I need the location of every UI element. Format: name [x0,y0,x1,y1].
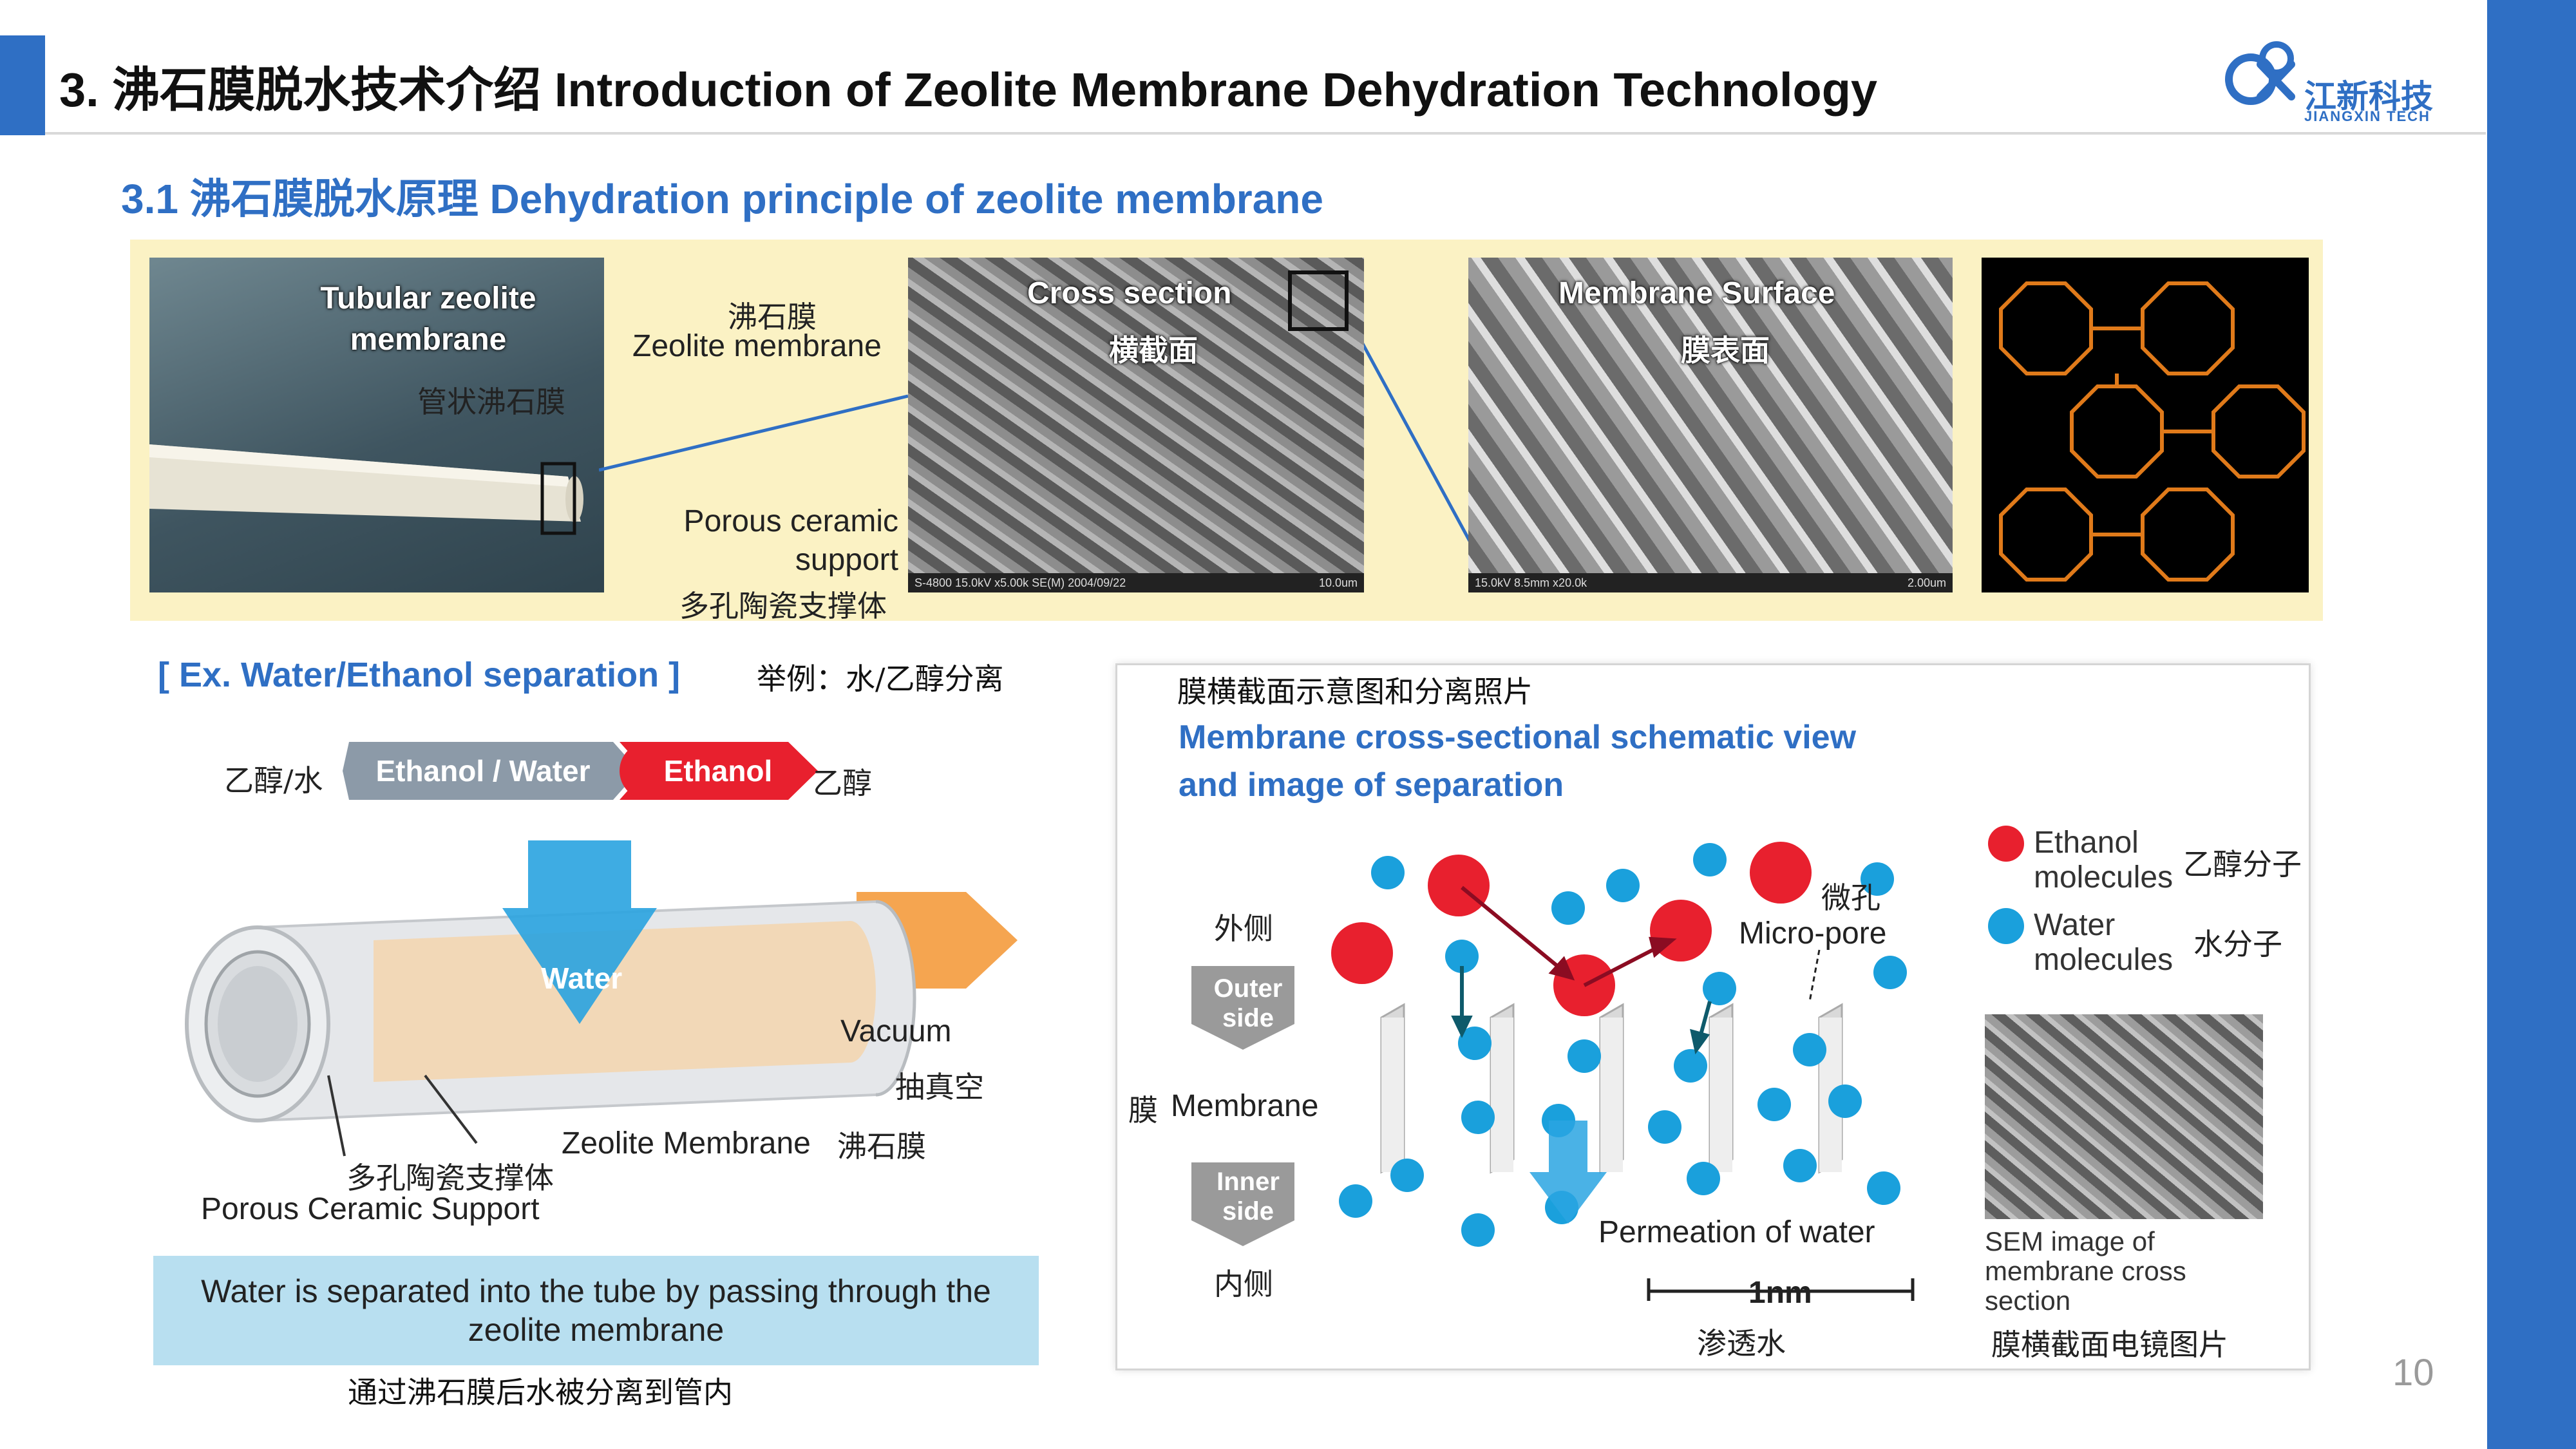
example-title-zh: 举例：水/乙醇分离 [757,661,1004,696]
page-title: 3. 沸石膜脱水技术介绍 Introduction of Zeolite Mem… [59,63,1878,117]
zeolite-membrane-label-en: Zeolite Membrane [562,1126,811,1160]
membrane-schematic [1191,842,1915,1301]
legend-water-label: Water molecules [2034,908,2174,977]
company-logo [2225,41,2295,105]
section-subtitle: 3.1 沸石膜脱水原理 Dehydration principle of zeo… [121,176,1323,222]
schematic-title-en-line2: and image of separation [1179,766,1564,804]
cross-sem-scale: 10.0um [1318,576,1358,589]
inner-side-label-en: Inner side [1217,1168,1280,1226]
feed-tag-shape [343,742,639,800]
product-tag-shape [620,742,818,800]
tubular-label-en: Tubular zeolite membrane [306,278,551,361]
connector-lines [599,317,1472,542]
cross-sem-caption: S-4800 15.0kV x5.00k SE(M) 2004/09/22 10.… [908,573,1364,592]
surface-sem-caption-text: 15.0kV 8.5mm x20.0k [1475,576,1587,589]
note-box [153,1256,1039,1365]
zeolite-structure-image [1982,258,2309,592]
header-accent-bar [0,35,45,135]
title-divider [45,132,2486,135]
support-label-en: Porous ceramic support [683,504,898,577]
surface-sem-scale: 2.00um [1907,576,1946,589]
cross-sem-caption-text: S-4800 15.0kV x5.00k SE(M) 2004/09/22 [914,576,1126,589]
legend-ethanol-label-zh: 乙醇分子 [2183,847,2302,882]
permeation-label-zh: 渗透水 [1697,1326,1786,1361]
surface-label-en: Membrane Surface [1558,276,1835,310]
support-ceramic-label-zh: 多孔陶瓷支撑体 [346,1160,554,1195]
support-ceramic-label-en: Porous Ceramic Support [201,1192,540,1226]
vacuum-label-en: Vacuum [840,1014,952,1048]
legend-ethanol-label: Ethanol molecules [2034,826,2174,895]
sem-caption-zh: 膜横截面电镜图片 [1991,1327,2228,1362]
feed-tag: Ethanol / Water [375,754,591,788]
outer-side-label-zh: 外侧 [1214,911,1273,946]
membrane-surface-photo: 15.0kV 8.5mm x20.0k 2.00um [1468,258,1953,592]
scale-bar-label: 1nm [1748,1276,1812,1310]
tubular-label-zh: 管状沸石膜 [417,384,565,419]
surface-label-zh: 膜表面 [1681,333,1770,368]
tube-illustration [185,840,1018,1157]
page-number: 10 [2392,1352,2434,1394]
water-flow-label: Water [541,961,623,995]
logo-subtitle: JIANGXIN TECH [2304,108,2430,124]
sem-cross-section-image [1985,1014,2263,1219]
schematic-title-en: Membrane cross-sectional schematic view … [1179,714,1856,809]
product-label-zh: 乙醇 [813,766,872,800]
example-title: [ Ex. Water/Ethanol separation ] [158,656,681,694]
legend-water-dot [1988,908,2024,944]
micropore-label-zh: 微孔 [1821,880,1880,915]
legend-dots [1988,826,2024,862]
note-text: Water is separated into the tube by pass… [201,1273,991,1348]
feed-label-zh: 乙醇/水 [224,763,323,798]
zeolite-label-zh: 沸石膜 [728,299,817,334]
schematic-title-en-line1: Membrane cross-sectional schematic view [1179,719,1857,756]
cross-section-label-zh: 横截面 [1109,333,1198,368]
inner-side-label-zh: 内侧 [1214,1267,1273,1302]
legend-water-label-zh: 水分子 [2193,927,2282,961]
vacuum-label-zh: 抽真空 [895,1070,984,1104]
cross-section-photo: S-4800 15.0kV x5.00k SE(M) 2004/09/22 10.… [908,258,1364,592]
membrane-label-en: Membrane [1171,1089,1319,1123]
tubular-label-en-text: Tubular zeolite membrane [320,281,536,357]
outer-side-label-en: Outer side [1213,974,1283,1032]
product-tag: Ethanol [663,754,773,788]
micropore-label-en: Micro-pore [1739,916,1887,951]
surface-sem-caption: 15.0kV 8.5mm x20.0k 2.00um [1468,573,1953,592]
tubular-membrane-photo [149,258,604,592]
logo-name: 江新科技 [2304,78,2433,115]
note-text-zh: 通过沸石膜后水被分离到管内 [348,1375,733,1410]
zeolite-label-en: Zeolite membrane [632,329,882,363]
cross-section-label-en: Cross section [1027,276,1232,310]
right-side-bar [2487,0,2576,1449]
support-label-zh: 多孔陶瓷支撑体 [679,589,887,623]
sem-caption-en: SEM image of membrane cross section [1985,1226,2186,1316]
schematic-title-zh: 膜横截面示意图和分离照片 [1177,674,1533,709]
membrane-label-zh: 膜 [1128,1093,1158,1128]
zeolite-membrane-label-zh: 沸石膜 [837,1129,926,1164]
permeation-label-en: Permeation of water [1598,1215,1875,1249]
